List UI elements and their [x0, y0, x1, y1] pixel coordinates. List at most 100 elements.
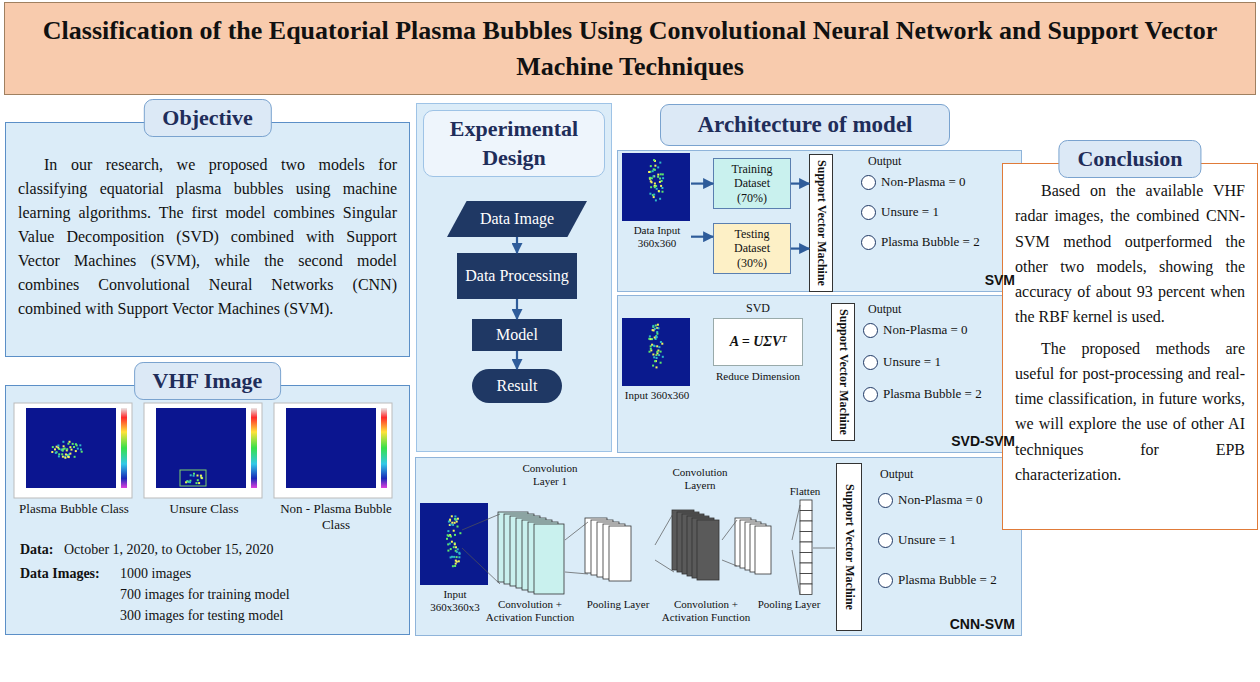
- echo-dot: [187, 481, 189, 483]
- echo-dot: [450, 524, 452, 526]
- text-label: Convolution + Activation Function: [656, 598, 756, 624]
- echo-dot: [649, 193, 651, 195]
- echo-dot: [456, 521, 458, 523]
- echo-dot: [657, 174, 659, 176]
- echo-dot: [655, 199, 657, 201]
- text-label: Convolution Layer 1: [510, 462, 590, 488]
- echo-dot: [62, 441, 64, 443]
- output-circle: [861, 205, 876, 220]
- echo-dot: [52, 446, 54, 448]
- echo-dot: [201, 477, 203, 479]
- echo-dot: [454, 522, 456, 524]
- output-label: Unsure = 1: [898, 532, 956, 548]
- echo-dot: [447, 530, 449, 532]
- output-label: Non-Plasma = 0: [898, 492, 983, 508]
- text-label: Output: [868, 154, 928, 168]
- flatten-cell: [800, 574, 812, 585]
- echo-dot: [649, 335, 651, 337]
- text-label: Flatten: [782, 485, 828, 498]
- echo-dot: [452, 565, 454, 567]
- echo-dot: [198, 482, 200, 484]
- model-name: SVM: [985, 272, 1015, 288]
- echo-dot: [448, 521, 450, 523]
- echo-dot: [660, 351, 662, 353]
- flatten-cell: [800, 521, 812, 532]
- echo-dot: [200, 475, 202, 477]
- echo-dot: [654, 160, 656, 162]
- echo-dot: [453, 530, 455, 532]
- echo-dot: [450, 556, 452, 558]
- output-label: Plasma Bubble = 2: [881, 234, 980, 250]
- echo-dot: [654, 337, 656, 339]
- echo-dot: [654, 183, 656, 185]
- feature-map: [755, 526, 771, 574]
- echo-dot: [449, 543, 451, 545]
- echo-dot: [457, 526, 459, 528]
- echo-dot: [73, 446, 75, 448]
- echo-dot: [75, 450, 77, 452]
- echo-dot: [655, 360, 657, 362]
- panel-heading: Objective: [143, 99, 271, 137]
- echo-dot: [458, 560, 460, 562]
- echo-dot: [656, 357, 658, 359]
- echo-dot: [454, 542, 456, 544]
- connector-arrow: [516, 237, 518, 253]
- echo-dot: [459, 553, 461, 555]
- echo-dot: [63, 445, 65, 447]
- echo-dot: [81, 451, 83, 453]
- plot-area: [26, 408, 116, 488]
- echo-dot: [650, 348, 652, 350]
- panel-body: In our research, we proposed two models …: [18, 153, 397, 321]
- echo-dot: [453, 546, 455, 548]
- echo-dot: [54, 448, 56, 450]
- output-label: Plasma Bubble = 2: [898, 572, 997, 588]
- echo-dot: [658, 191, 660, 193]
- title-band: Classification of the Equatorial Plasma …: [4, 2, 1256, 95]
- text-label: Convolution + Activation Function: [478, 598, 582, 624]
- output-label: Unsure = 1: [881, 204, 939, 220]
- echo-dot: [64, 456, 66, 458]
- echo-dot: [660, 341, 662, 343]
- flatten-cell: [800, 584, 812, 595]
- svm-label: Support Vector Machine: [814, 160, 829, 286]
- flatten-cell: [800, 563, 812, 574]
- echo-dot: [660, 173, 662, 175]
- echo-dot: [196, 482, 198, 484]
- echo-dot: [193, 473, 195, 475]
- output-class: Non-Plasma = 0: [861, 173, 1011, 191]
- echo-dot: [190, 474, 192, 476]
- text-label: Output: [880, 467, 940, 481]
- echo-dot: [656, 188, 658, 190]
- box-label: Model: [496, 325, 538, 345]
- svm-box: Support Vector Machine: [836, 463, 862, 631]
- panel-body: The proposed methods are useful for post…: [1015, 336, 1245, 488]
- echo-dot: [656, 366, 658, 368]
- echo-dot: [451, 541, 453, 543]
- svm-box: Support Vector Machine: [831, 303, 855, 441]
- echo-dot: [58, 455, 60, 457]
- echo-dot: [659, 198, 661, 200]
- image-caption: Data Input 360x360: [623, 224, 691, 250]
- flatten-cell: [800, 511, 812, 522]
- echo-dot: [69, 446, 71, 448]
- echo-dot: [453, 556, 455, 558]
- output-label: Non-Plasma = 0: [883, 322, 968, 338]
- echo-dot: [652, 329, 654, 331]
- echo-dot: [653, 356, 655, 358]
- text-label: 1000 images: [120, 566, 380, 583]
- box-label: Training Dataset (70%): [718, 162, 786, 205]
- text-label: 700 images for training model: [120, 587, 380, 604]
- echo-dot: [457, 518, 459, 520]
- echo-dot: [72, 443, 74, 445]
- echo-dot: [648, 171, 650, 173]
- echo-dot: [458, 552, 460, 554]
- echo-dot: [662, 173, 664, 175]
- feature-map: [609, 526, 631, 581]
- echo-dot: [648, 338, 650, 340]
- connector-arrow: [691, 236, 713, 238]
- image-caption: Input 360x360x3: [421, 588, 489, 614]
- echo-dot: [653, 175, 655, 177]
- panel-heading: Conclusion: [1058, 140, 1201, 178]
- model-name: CNN-SVM: [950, 616, 1015, 632]
- echo-dot: [459, 532, 461, 534]
